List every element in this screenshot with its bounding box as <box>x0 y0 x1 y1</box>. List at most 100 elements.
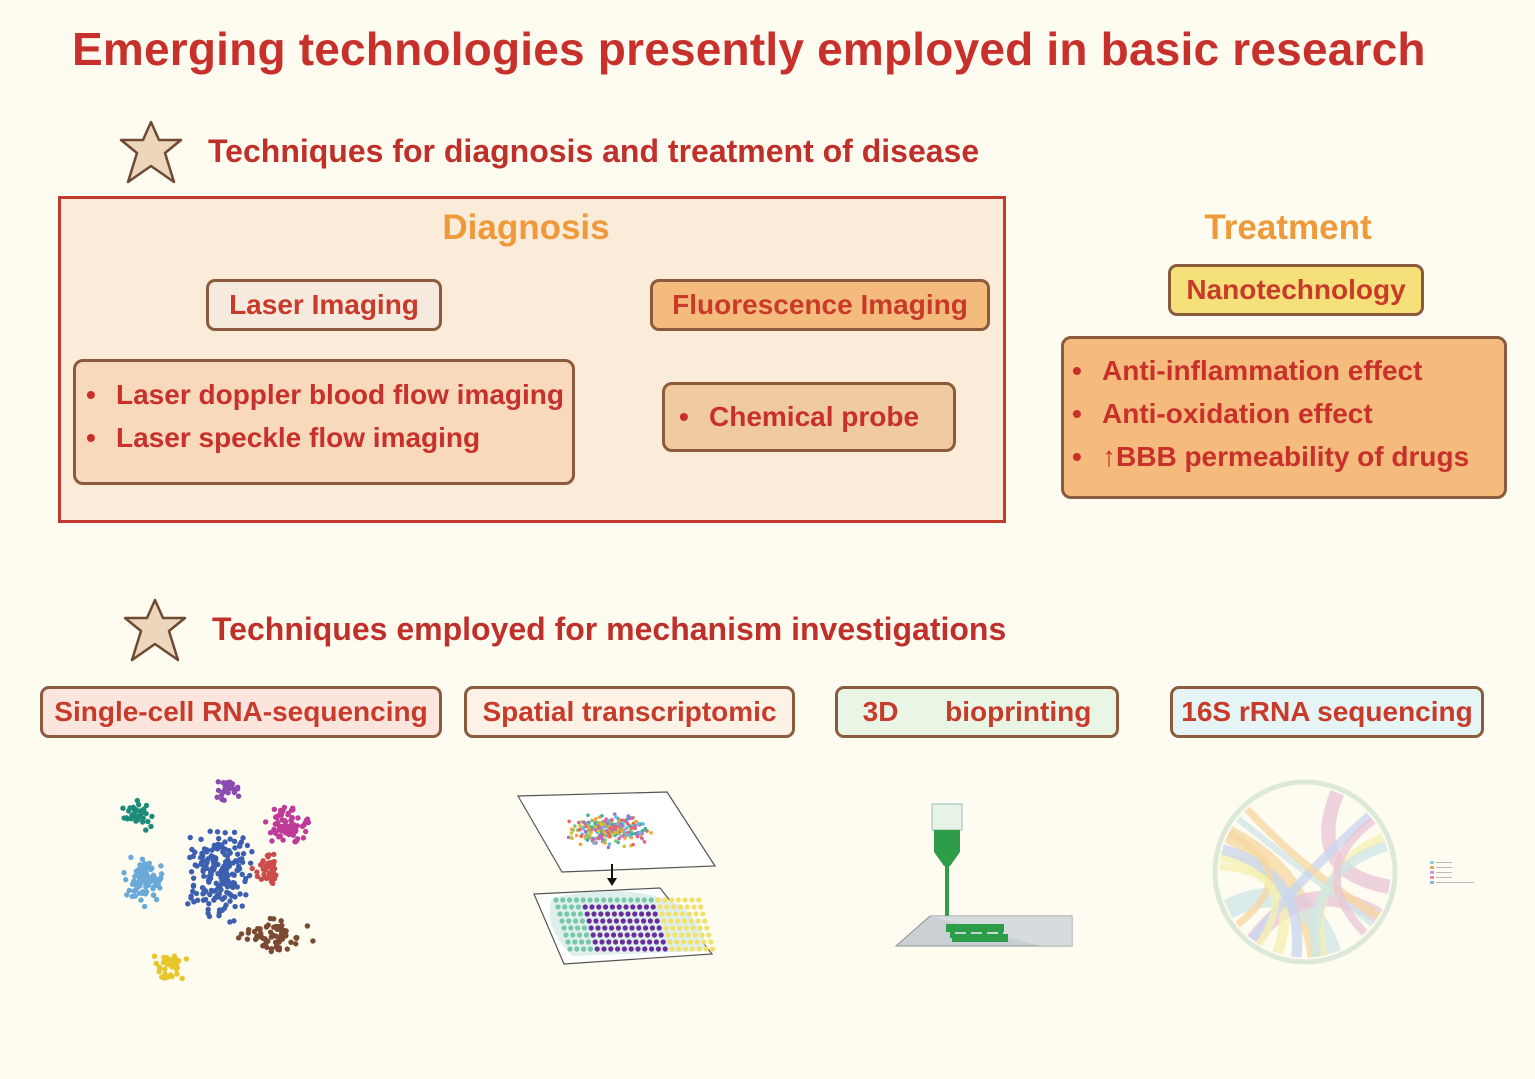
cell-dot <box>637 904 643 910</box>
legend-line <box>1436 882 1474 883</box>
cell-dot <box>150 885 156 892</box>
cell-dot <box>618 911 624 917</box>
cell-dot <box>696 897 702 903</box>
cell-dot <box>237 843 243 849</box>
cell-dot <box>201 873 207 879</box>
cell-dot <box>609 925 615 931</box>
cell-dot <box>279 922 285 929</box>
cell-dot <box>132 893 139 899</box>
chord-link <box>1332 817 1376 936</box>
cell-dot <box>688 918 694 924</box>
cell-dot <box>649 831 653 835</box>
cell-dot <box>588 925 594 931</box>
cell-dot <box>664 904 670 910</box>
cell-dot <box>648 897 654 903</box>
cell-dot <box>698 904 704 910</box>
cell-dot <box>229 893 235 899</box>
cell-dot <box>581 925 587 931</box>
cell-dot <box>625 821 630 826</box>
cell-dot <box>609 904 615 910</box>
cell-dot <box>227 836 233 842</box>
cell-dot <box>212 857 219 863</box>
cell-dot <box>222 839 228 845</box>
cell-dot <box>304 816 311 822</box>
cell-dot <box>659 911 665 917</box>
cell-dot <box>231 872 237 878</box>
cell-dot <box>593 918 599 924</box>
cell-dot <box>278 933 284 940</box>
cell-dot <box>631 842 635 847</box>
tsne-cluster-plot <box>120 779 316 982</box>
cell-dot <box>150 892 157 899</box>
cell-dot <box>143 889 150 895</box>
cell-dot <box>619 939 625 945</box>
cell-dot <box>657 904 663 910</box>
cell-dot <box>153 896 160 903</box>
cell-dot <box>190 888 196 894</box>
chord-link <box>1321 790 1391 894</box>
chord-link <box>1221 844 1303 958</box>
cell-dot <box>271 866 278 872</box>
cell-dot <box>585 939 591 945</box>
cell-dot <box>571 911 577 917</box>
cell-dot <box>622 844 627 849</box>
cell-dot <box>586 823 591 827</box>
cell-dot <box>226 847 232 854</box>
cell-dot <box>623 904 629 910</box>
cell-dot <box>562 904 568 910</box>
cell-dot <box>247 860 254 866</box>
cell-dot <box>226 863 233 869</box>
chord-link <box>1227 830 1273 928</box>
cell-dot <box>206 900 212 907</box>
spatial-mapping-illustration <box>516 791 717 965</box>
cell-dot <box>651 932 657 938</box>
cell-dot <box>162 966 168 972</box>
cell-dot <box>639 836 644 840</box>
cell-dot <box>223 780 230 786</box>
cell-dot <box>578 842 583 847</box>
cell-dot <box>593 825 598 829</box>
cell-dot <box>131 888 137 894</box>
cell-dot <box>230 860 236 866</box>
cell-dot <box>135 868 142 874</box>
cell-dot <box>577 827 582 832</box>
cell-dot <box>229 882 235 888</box>
cell-dot <box>599 822 604 827</box>
cell-dot <box>580 897 586 903</box>
cell-dot <box>234 784 241 790</box>
cell-dot <box>603 838 607 842</box>
cell-dot <box>227 919 233 925</box>
cell-dot <box>174 965 180 971</box>
cell-dot <box>215 841 221 848</box>
cell-dot <box>683 925 689 931</box>
cell-dot <box>567 897 573 903</box>
star-icon <box>119 120 183 184</box>
cell-dot <box>276 834 282 840</box>
cell-dot <box>120 805 126 811</box>
chord-link <box>1219 862 1280 947</box>
cell-dot <box>232 903 238 910</box>
cell-dot <box>689 946 695 952</box>
cell-dot <box>244 936 251 942</box>
cell-dot <box>205 906 211 913</box>
cell-dot <box>625 911 631 917</box>
cell-dot <box>635 897 641 903</box>
cell-dot <box>131 878 137 884</box>
cell-dot <box>288 939 294 946</box>
cell-dot <box>613 830 617 835</box>
cell-dot <box>630 816 634 821</box>
list-item: •Anti-oxidation effect <box>1072 398 1373 429</box>
cell-dot <box>672 932 678 938</box>
cell-dot <box>607 897 613 903</box>
cell-dot <box>621 820 625 825</box>
cell-dot <box>160 959 167 966</box>
cell-dot <box>622 925 628 931</box>
cell-dot <box>555 904 561 910</box>
cell-dot <box>577 911 583 917</box>
cell-dot <box>289 805 296 811</box>
cell-dot <box>146 863 152 870</box>
list-item: •Laser speckle flow imaging <box>86 422 481 453</box>
cell-dot <box>574 833 579 838</box>
cell-dot <box>633 831 637 836</box>
cell-dot <box>164 974 171 980</box>
